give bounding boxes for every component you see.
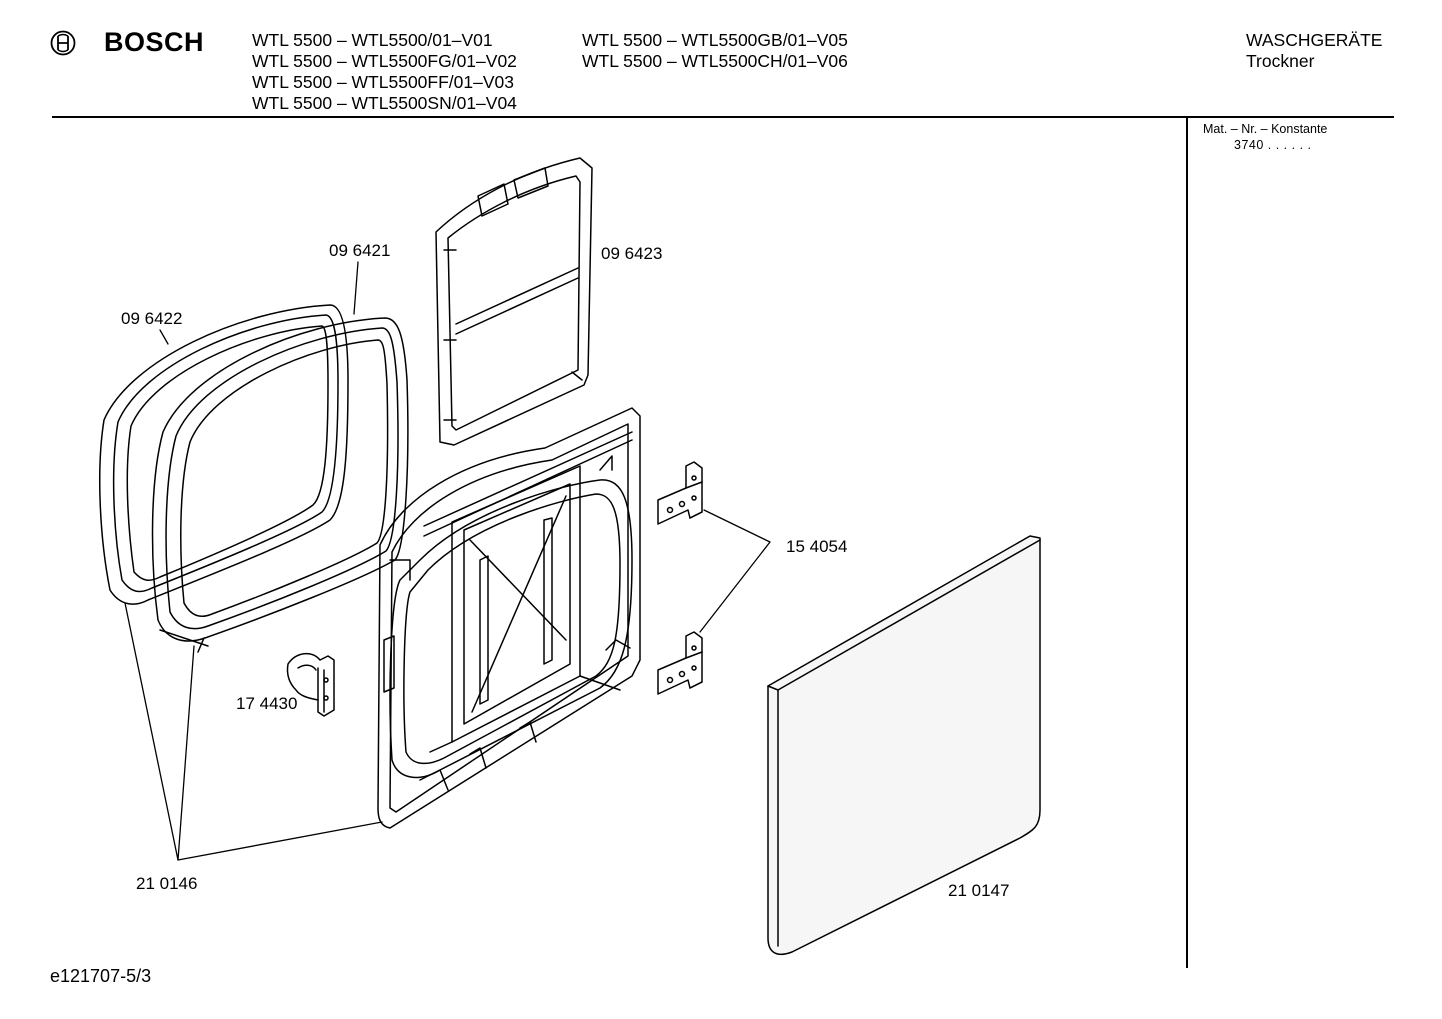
door-gasket-outer — [98, 304, 349, 605]
material-number-value: 3740 . . . . . . — [1234, 138, 1312, 152]
document-id: e121707-5/3 — [50, 966, 152, 986]
door-catch — [286, 652, 335, 717]
door-outer-panel — [767, 535, 1041, 956]
door-gasket-inner — [151, 317, 409, 653]
model-line: WTL 5500 – WTL5500/01–V01 — [252, 30, 493, 50]
leader-lines — [124, 261, 771, 861]
brand-name: BOSCH — [104, 27, 205, 57]
part-number-096423: 09 6423 — [601, 244, 662, 263]
part-number-154054: 15 4054 — [786, 537, 847, 556]
part-number-210146: 21 0146 — [136, 874, 197, 893]
model-line: WTL 5500 – WTL5500FG/01–V02 — [252, 51, 517, 71]
model-line: WTL 5500 – WTL5500CH/01–V06 — [582, 51, 848, 71]
model-list-secondary: WTL 5500 – WTL5500GB/01–V05 WTL 5500 – W… — [582, 30, 848, 72]
category-title: WASCHGERÄTE — [1246, 30, 1383, 50]
model-line: WTL 5500 – WTL5500FF/01–V03 — [252, 72, 514, 92]
lint-filter — [435, 157, 593, 446]
category-subtitle: Trockner — [1246, 51, 1315, 71]
door-hinge-upper — [657, 461, 703, 525]
door-inner-frame — [377, 407, 641, 829]
part-number-096421: 09 6421 — [329, 241, 390, 260]
door-hinge-lower — [657, 631, 703, 695]
bosch-logo-icon — [50, 30, 76, 56]
category-block: WASCHGERÄTE Trockner — [1246, 30, 1382, 72]
sidebar-divider — [1186, 118, 1188, 968]
part-number-210147: 21 0147 — [948, 881, 1009, 900]
model-line: WTL 5500 – WTL5500GB/01–V05 — [582, 30, 848, 50]
header-divider — [52, 116, 1394, 118]
part-number-174430: 17 4430 — [236, 694, 297, 713]
model-list-primary: WTL 5500 – WTL5500/01–V01 WTL 5500 – WTL… — [252, 30, 517, 114]
model-line: WTL 5500 – WTL5500SN/01–V04 — [252, 93, 517, 113]
material-number-label: Mat. – Nr. – Konstante — [1203, 122, 1328, 136]
part-number-096422: 09 6422 — [121, 309, 182, 328]
